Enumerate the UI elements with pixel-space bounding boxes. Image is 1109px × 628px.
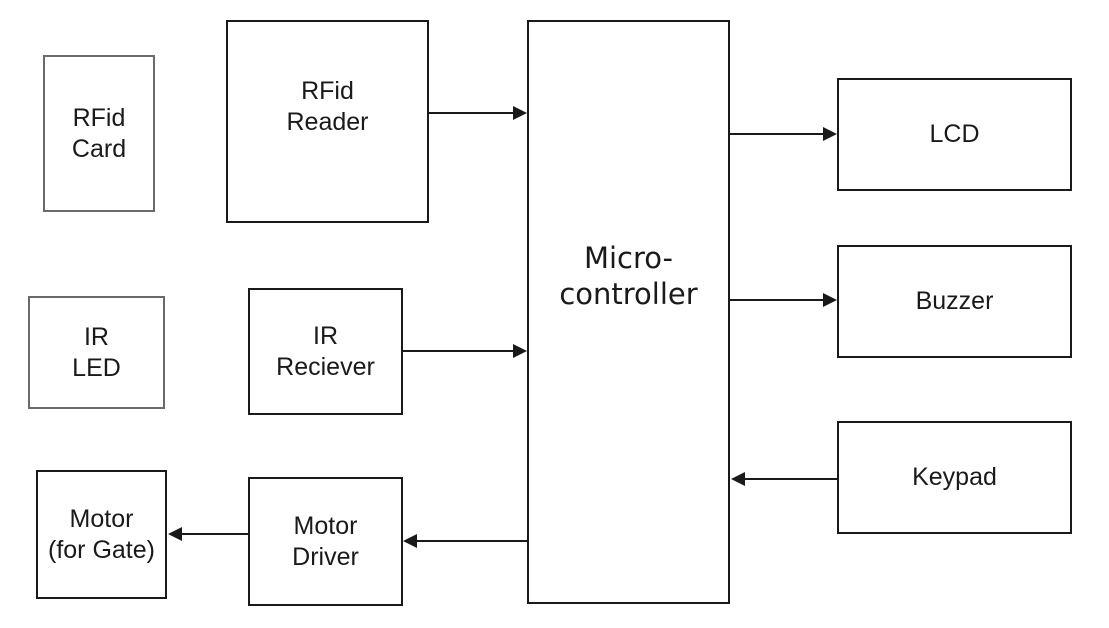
arrow-rfid-reader-to-mcu-line [429,112,515,114]
rfid-card-block: RFid Card [43,55,155,212]
ir-receiver-label-line2: Reciever [276,352,375,381]
rfid-reader-label-line1: RFid [301,77,354,105]
rfid-reader-block: RFid Reader [226,20,429,223]
arrow-keypad-to-mcu-line [744,478,837,480]
microcontroller-label-line1: Micro- [583,241,674,275]
arrow-mcu-to-motor-driver-line [417,540,527,542]
buzzer-label: Buzzer [915,287,994,315]
arrow-keypad-to-mcu-head [731,472,745,486]
ir-led-label-line2: LED [72,353,121,382]
arrow-mcu-to-buzzer-head [823,293,837,307]
keypad-label: Keypad [912,463,997,491]
buzzer-block: Buzzer [837,245,1072,358]
arrow-ir-receiver-to-mcu-line [403,350,515,352]
arrow-mcu-to-buzzer-line [730,299,824,301]
lcd-block: LCD [837,78,1072,191]
motor-driver-label-line2: Driver [292,542,359,571]
arrow-ir-receiver-to-mcu-head [513,344,527,358]
arrow-mcu-to-lcd-line [730,133,824,135]
ir-receiver-label-line1: IR [313,321,338,350]
motor-driver-label-line1: Motor [293,511,358,540]
ir-led-block: IR LED [28,296,165,409]
motor-gate-block: Motor (for Gate) [36,470,167,599]
lcd-label: LCD [929,120,980,148]
arrow-mcu-to-motor-driver-head [403,534,417,548]
arrow-mcu-to-lcd-head [823,127,837,141]
motor-gate-label-line2: (for Gate) [48,535,155,564]
motor-gate-label-line1: Motor [69,504,134,533]
microcontroller-label-line2: controller [559,277,698,311]
arrow-motor-driver-to-motor-line [181,533,248,535]
arrow-rfid-reader-to-mcu-head [513,106,527,120]
arrow-motor-driver-to-motor-head [168,527,182,541]
ir-led-label-line1: IR [83,322,109,351]
ir-receiver-block: IR Reciever [248,288,403,415]
microcontroller-block: Micro- controller [527,20,730,604]
motor-driver-block: Motor Driver [248,477,403,606]
rfid-reader-label-line2: Reader [286,108,369,136]
keypad-block: Keypad [837,421,1072,534]
rfid-card-label-line1: RFid [72,103,126,132]
rfid-card-label-line2: Card [71,134,127,163]
